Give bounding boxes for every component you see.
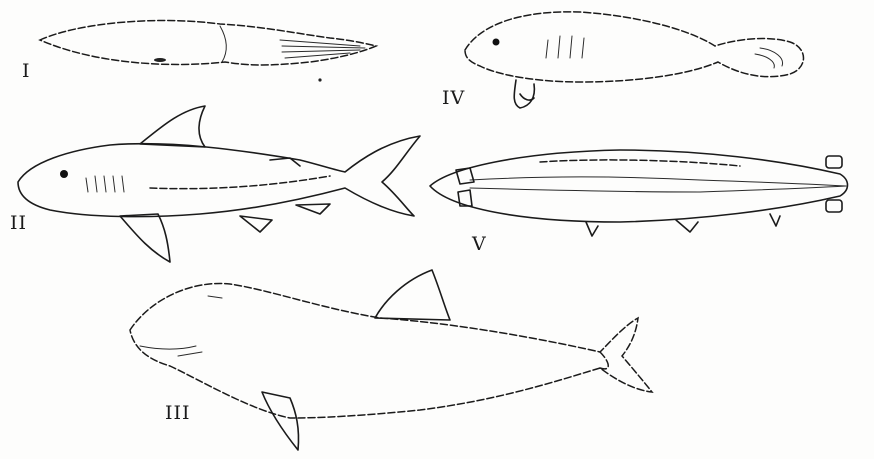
squid-drawing — [40, 21, 376, 82]
label-dolphin: III — [165, 404, 191, 423]
label-shark: II — [10, 214, 27, 233]
label-submarine: V — [472, 235, 487, 254]
dolphin-drawing — [130, 270, 652, 450]
shark-drawing — [18, 106, 420, 262]
label-squid: I — [22, 62, 31, 81]
submarine-drawing — [430, 150, 848, 236]
manatee-drawing — [465, 12, 804, 108]
label-manatee: IV — [442, 89, 465, 108]
